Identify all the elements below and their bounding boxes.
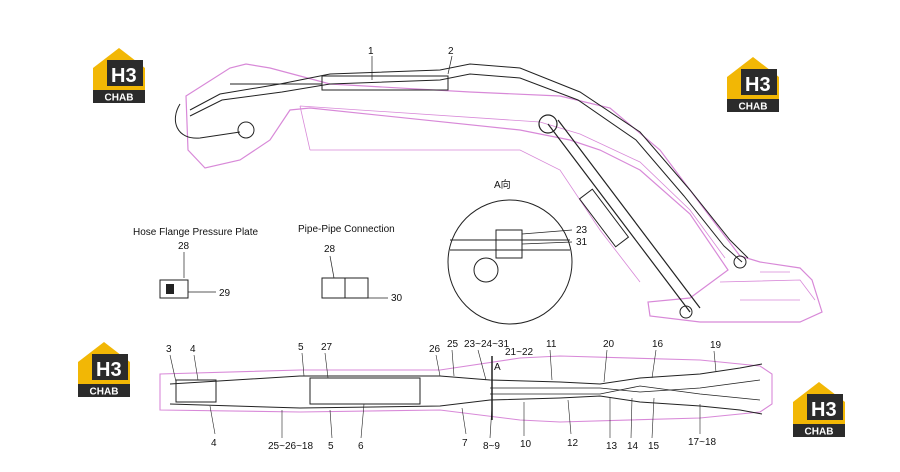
boom-outline <box>185 63 823 323</box>
view-a-flange <box>495 229 523 259</box>
callout-31: 31 <box>576 237 588 248</box>
callout-19: 19 <box>710 340 722 351</box>
logo-panel <box>807 394 843 420</box>
callout-4-bottom: 4 <box>211 438 217 449</box>
plan-leader-lines <box>169 349 717 439</box>
callout-20: 20 <box>603 339 615 350</box>
logo-panel <box>107 60 143 86</box>
plan-callouts-bottom: 4 25~26~18 5 6 7 8~9 10 12 13 14 15 17~1… <box>211 437 717 452</box>
callout-16: 16 <box>652 339 664 350</box>
callout-4-top: 4 <box>190 344 196 355</box>
arm-pin <box>237 121 255 139</box>
callout-14: 14 <box>627 441 639 452</box>
callout-28-pipe: 28 <box>324 244 336 255</box>
logo-band <box>727 99 779 112</box>
boom-plan-outline <box>159 355 773 423</box>
view-a-pin <box>473 257 499 283</box>
callout-11: 11 <box>546 339 557 350</box>
view-a-title: A向 <box>494 178 511 191</box>
callout-10: 10 <box>520 439 532 450</box>
view-a-boundary <box>447 199 573 325</box>
boom-cylinder <box>547 119 701 313</box>
brand-logo-bottom-right: H3 CHAB <box>793 382 845 438</box>
boom-plan-view: A <box>159 355 773 423</box>
section-a-label: A <box>494 362 501 373</box>
logo-band <box>793 424 845 437</box>
brand-logo-top-right: H3 CHAB <box>727 57 779 113</box>
hydraulic-hose-loop <box>175 103 241 139</box>
boom-side-view: 1 2 <box>175 46 823 323</box>
logo-panel <box>741 69 777 95</box>
boom-foot-bracket <box>719 271 816 301</box>
plan-pipe-upper <box>169 363 763 385</box>
logo-mark: H3 <box>811 399 837 421</box>
callout-1: 1 <box>368 46 374 57</box>
hydraulic-pipe-upper <box>189 63 749 259</box>
callout-30: 30 <box>391 293 403 304</box>
hydraulic-pipe-lower <box>189 73 743 263</box>
brand-logo-top-left: H3 CHAB <box>93 48 145 104</box>
callout-7: 7 <box>462 438 468 449</box>
logo-mark: H3 <box>745 74 771 96</box>
pipe-pipe-leader-28 <box>329 255 335 279</box>
view-a-leader-31 <box>521 241 573 245</box>
boom-cylinder-foot-pin <box>679 305 693 319</box>
callout-2: 2 <box>448 46 454 57</box>
callout-13: 13 <box>606 441 618 452</box>
callout-25-26-18: 25~26~18 <box>268 441 313 452</box>
logo-band <box>78 384 130 397</box>
hose-flange-detail: Hose Flange Pressure Plate 28 29 <box>133 227 259 299</box>
boom-foot-pin <box>733 255 747 269</box>
plan-cylinder-barrel <box>309 377 421 405</box>
callout-23-24-31: 23~24~31 <box>464 339 509 350</box>
boom-inner-outline <box>299 105 726 283</box>
callout-27: 27 <box>321 342 333 353</box>
pipe-pipe-detail: Pipe-Pipe Connection 28 30 <box>298 224 403 304</box>
plan-cylinder-head <box>175 379 217 403</box>
boom-pivot-pin <box>538 114 558 134</box>
callout-21-22: 21~22 <box>505 347 534 358</box>
logo-wordmark: CHAB <box>805 427 834 438</box>
callout-29: 29 <box>219 288 231 299</box>
callout-26: 26 <box>429 344 441 355</box>
callout-23: 23 <box>576 225 588 236</box>
hose-flange-bolt <box>166 284 174 294</box>
callout-6: 6 <box>358 441 364 452</box>
callout-25: 25 <box>447 339 459 350</box>
plan-pipe-center-1 <box>490 379 761 393</box>
view-a-leader-23 <box>521 229 573 235</box>
arm-cylinder-barrel <box>321 75 449 91</box>
callout-15: 15 <box>648 441 660 452</box>
view-a-detail: A向 23 31 <box>447 178 588 325</box>
callout-28-hose: 28 <box>178 241 190 252</box>
callout-3: 3 <box>166 344 172 355</box>
leader-line-2 <box>447 55 453 75</box>
callout-5-bottom: 5 <box>328 441 334 452</box>
callout-5-top: 5 <box>298 342 304 353</box>
hose-flange-plate <box>159 279 189 299</box>
logo-mark: H3 <box>96 359 122 381</box>
logo-wordmark: CHAB <box>105 93 134 104</box>
brand-logo-bottom-left: H3 CHAB <box>78 342 130 398</box>
plan-pipe-center-2 <box>490 385 761 401</box>
logo-panel <box>92 354 128 380</box>
callout-12: 12 <box>567 438 579 449</box>
callout-8-9: 8~9 <box>483 441 500 452</box>
logo-band <box>93 90 145 103</box>
logo-wordmark: CHAB <box>739 102 768 113</box>
plan-callouts-top: 3 4 5 27 26 25 23~24~31 21~22 11 20 16 1… <box>166 339 722 358</box>
hose-flange-title: Hose Flange Pressure Plate <box>133 227 259 238</box>
callout-17-18: 17~18 <box>688 437 717 448</box>
plan-pipe-lower <box>169 395 763 415</box>
logo-mark: H3 <box>111 65 137 87</box>
logo-wordmark: CHAB <box>90 387 119 398</box>
pipe-pipe-title: Pipe-Pipe Connection <box>298 224 395 235</box>
